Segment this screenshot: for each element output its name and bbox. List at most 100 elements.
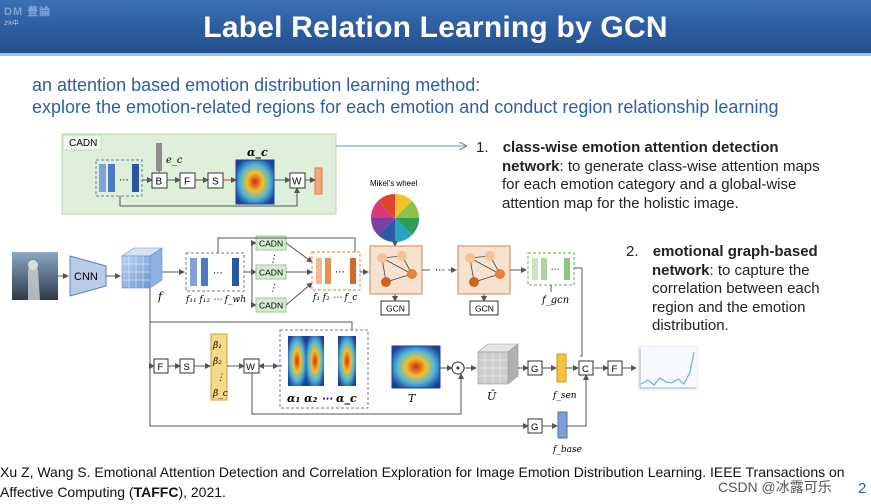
point-2-rest-2: correlation between each bbox=[652, 280, 820, 297]
t-label: T bbox=[408, 392, 417, 405]
point-1-rest-2: for each emotion category and a global-w… bbox=[502, 176, 797, 193]
weighted-feature-cube bbox=[477, 343, 519, 385]
beta-vector: β₁ β₂ ⋮ β_c bbox=[210, 333, 228, 401]
f-base-vector bbox=[557, 411, 568, 439]
feat-bar-3 bbox=[132, 164, 139, 192]
cadn-inset: CADN ⋯ e_c B F S α_c W bbox=[61, 133, 337, 215]
point-2-bold-1: emotional graph-based bbox=[652, 243, 818, 260]
citation-line-1: Xu Z, Wang S. Emotional Attention Detect… bbox=[0, 464, 845, 480]
slide-title: Label Relation Learning by GCN bbox=[203, 11, 668, 44]
point-1-rest-1: : to generate class-wise attention maps bbox=[559, 157, 820, 175]
cadn-stack: CADN ⋮ CADN ⋮ CADN bbox=[255, 235, 287, 313]
cadn-1-label: CADN bbox=[259, 239, 283, 249]
intro: an attention based emotion distribution … bbox=[32, 74, 778, 118]
point-1-bold-1: class-wise emotion attention detection bbox=[502, 139, 779, 156]
graph-2 bbox=[457, 245, 511, 295]
region-features: ⋯ bbox=[185, 252, 245, 292]
point-2-rest-4: distribution. bbox=[652, 317, 729, 334]
point-2-num: 2. bbox=[626, 243, 639, 260]
cadn-inset-label: CADN bbox=[69, 138, 97, 149]
point-1-rest-3: attention map for the holistic image. bbox=[502, 194, 739, 212]
beta-1: β₁ bbox=[212, 341, 222, 351]
cadn-3-label: CADN bbox=[259, 301, 283, 311]
cadn-vdots-2: ⋮ bbox=[268, 283, 278, 294]
class-dots: ⋯ bbox=[334, 267, 344, 278]
cadn-2-label: CADN bbox=[259, 268, 283, 278]
g-block-2-label: G bbox=[531, 422, 538, 433]
s-block-main-label: S bbox=[184, 362, 190, 373]
citation: Xu Z, Wang S. Emotional Attention Detect… bbox=[0, 462, 845, 502]
c-block-label: C bbox=[582, 364, 589, 375]
graph-dots: ⋯ bbox=[434, 265, 444, 276]
global-attention-map bbox=[391, 345, 441, 389]
page-number: 2 bbox=[858, 480, 867, 497]
alphas-label: α₁ α₂ ⋯ α_c bbox=[287, 392, 357, 406]
citation-venue: TAFFC bbox=[133, 484, 179, 500]
watermark: CSDN @冰露可乐 bbox=[718, 479, 832, 495]
beta-c: β_c bbox=[212, 389, 228, 399]
input-image bbox=[12, 252, 58, 300]
ec-vector bbox=[156, 143, 162, 171]
gcn-1 bbox=[380, 300, 410, 316]
gcn-2 bbox=[469, 300, 499, 316]
gcn-feat-dots: ⋯ bbox=[550, 265, 559, 275]
beta-dots: ⋮ bbox=[216, 373, 225, 383]
cnn-label: CNN bbox=[74, 271, 98, 283]
ec-label: e_c bbox=[166, 155, 183, 166]
f-base-label: f_base bbox=[552, 445, 582, 455]
feature-cube bbox=[121, 247, 163, 289]
point-1-num: 1. bbox=[476, 139, 489, 156]
point-2-rest-1: : to capture the bbox=[709, 261, 810, 279]
feat-bar-2 bbox=[108, 164, 115, 192]
class-features: ⋯ bbox=[311, 251, 361, 291]
point-1-bold-2: network bbox=[502, 157, 560, 175]
logo-sub: 2%中 bbox=[4, 21, 19, 27]
u-label: Ū bbox=[487, 390, 497, 403]
attention-map bbox=[235, 159, 275, 205]
alpha-c-label: α_c bbox=[247, 146, 268, 160]
citation-line-2: Affective Computing (TAFFC), 2021. bbox=[0, 482, 845, 502]
citation-post: ), 2021. bbox=[178, 484, 226, 500]
cadn-vdots: ⋮ bbox=[268, 254, 278, 265]
cnn-block bbox=[69, 255, 107, 297]
f-label: f bbox=[157, 290, 164, 303]
point-2: 2. emotional graph-based network: to cap… bbox=[626, 243, 866, 336]
graph-1 bbox=[369, 245, 423, 295]
f-sen-vector bbox=[556, 353, 567, 383]
f-block-main-label: F bbox=[158, 362, 164, 373]
point-1-line-2: network: to generate class-wise attentio… bbox=[476, 158, 866, 177]
point-2-line-2: network: to capture the bbox=[626, 262, 866, 281]
f-block-inset-label: F bbox=[184, 177, 190, 188]
point-1: 1. class-wise emotion attention detectio… bbox=[476, 139, 866, 213]
mikels-wheel-label: Mikel's wheel bbox=[370, 179, 418, 188]
w-block-main-label: W bbox=[246, 362, 255, 373]
logo: DM 豊論 bbox=[4, 6, 52, 18]
region-dots: ⋯ bbox=[212, 268, 222, 279]
citation-pre: Affective Computing ( bbox=[0, 484, 134, 500]
emotion-distribution-plot bbox=[637, 345, 699, 391]
intro-line-1: an attention based emotion distribution … bbox=[32, 75, 481, 95]
w-block-inset-label: W bbox=[292, 177, 302, 188]
intro-line-2: explore the emotion-related regions for … bbox=[32, 97, 779, 117]
title-bar bbox=[0, 0, 871, 56]
s-block-inset-label: S bbox=[212, 177, 219, 188]
b-block-label: B bbox=[156, 177, 163, 188]
region-features-label: f₁₁ f₁₂ ⋯ f_wh bbox=[185, 295, 246, 305]
class-features-label: f₁ f₂ ⋯ f_c bbox=[312, 293, 357, 303]
feat-bar-1 bbox=[99, 164, 106, 192]
inset-dots: ⋯ bbox=[118, 175, 128, 186]
f-block-out-label: F bbox=[612, 364, 618, 375]
attention-maps-stack bbox=[279, 329, 369, 409]
mikels-wheel bbox=[370, 193, 420, 243]
beta-2: β₂ bbox=[212, 357, 222, 367]
output-vector-inset bbox=[314, 167, 323, 195]
point-2-rest-3: region and the emotion bbox=[652, 298, 806, 316]
g-block-1-label: G bbox=[531, 364, 538, 375]
f-gcn-label: f_gcn bbox=[541, 295, 569, 306]
gcn-1-label: GCN bbox=[386, 304, 405, 314]
f-sen-label: f_sen bbox=[552, 391, 577, 401]
gcn-features: ⋯ bbox=[527, 252, 575, 286]
gcn-2-label: GCN bbox=[475, 304, 494, 314]
point-2-bold-2: network bbox=[652, 261, 710, 279]
